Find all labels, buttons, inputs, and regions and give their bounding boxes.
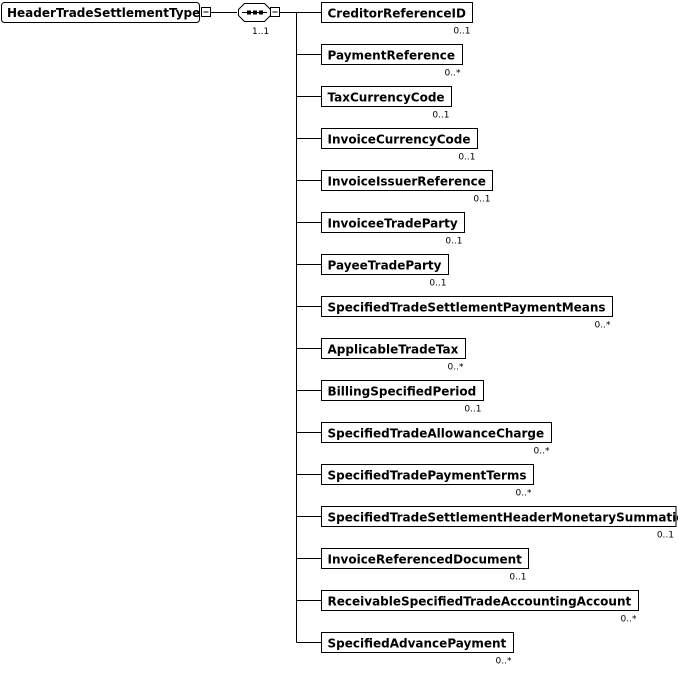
child-elements: CreditorReferenceID0..1PaymentReference0… [296, 2, 678, 667]
child-box [321, 86, 452, 107]
child-box [321, 128, 478, 149]
child-element-0[interactable]: CreditorReferenceID 0..1 [296, 2, 473, 37]
child-box [321, 632, 514, 653]
child-cardinality: 0..1 [432, 111, 449, 121]
child-box [321, 338, 466, 359]
child-cardinality: 0..* [534, 447, 550, 457]
child-box [321, 422, 552, 443]
child-element-1[interactable]: PaymentReference 0..* [296, 44, 463, 79]
child-cardinality: 0..1 [458, 153, 475, 163]
child-label: SpecifiedTradeAllowanceCharge [328, 427, 545, 441]
child-element-13[interactable]: InvoiceReferencedDocument 0..1 [296, 548, 529, 583]
child-element-2[interactable]: TaxCurrencyCode 0..1 [296, 86, 452, 121]
child-element-5[interactable]: InvoiceeTradeParty 0..1 [296, 212, 465, 247]
sequence-cardinality: 1..1 [252, 27, 269, 37]
child-box [321, 212, 465, 233]
child-cardinality: 0..* [445, 69, 461, 79]
child-cardinality: 0..1 [464, 405, 481, 415]
child-cardinality: 0..1 [473, 195, 490, 205]
child-element-8[interactable]: ApplicableTradeTax 0..* [296, 338, 466, 373]
child-cardinality: 0..* [595, 321, 611, 331]
child-label: PayeeTradeParty [328, 259, 442, 273]
child-cardinality: 0..1 [453, 27, 470, 37]
child-box [321, 2, 473, 23]
child-label: ApplicableTradeTax [328, 343, 459, 357]
sequence-collapse-icon[interactable] [270, 7, 280, 17]
child-cardinality: 0..* [516, 489, 532, 499]
child-box [321, 296, 613, 317]
child-cardinality: 0..1 [429, 279, 446, 289]
child-label: InvoiceIssuerReference [328, 175, 486, 189]
root-label: HeaderTradeSettlementType [7, 6, 200, 20]
child-box [321, 44, 463, 65]
root-collapse-icon[interactable] [201, 7, 211, 17]
child-element-14[interactable]: ReceivableSpecifiedTradeAccountingAccoun… [296, 590, 639, 625]
child-label: InvoiceReferencedDocument [328, 553, 523, 567]
child-box [321, 380, 484, 401]
child-cardinality: 0..* [621, 615, 637, 625]
child-element-10[interactable]: SpecifiedTradeAllowanceCharge 0..* [296, 422, 552, 457]
child-cardinality: 0..1 [509, 573, 526, 583]
child-element-9[interactable]: BillingSpecifiedPeriod 0..1 [296, 380, 484, 415]
child-label: InvoiceeTradeParty [328, 217, 458, 231]
root-node[interactable]: HeaderTradeSettlementType [1, 2, 201, 23]
child-label: SpecifiedTradePaymentTerms [328, 469, 527, 483]
child-cardinality: 0..* [496, 657, 512, 667]
child-label: TaxCurrencyCode [328, 91, 445, 105]
child-label: SpecifiedAdvancePayment [328, 637, 507, 651]
child-element-7[interactable]: SpecifiedTradeSettlementPaymentMeans 0..* [296, 296, 613, 331]
child-element-6[interactable]: PayeeTradeParty 0..1 [296, 254, 449, 289]
child-element-4[interactable]: InvoiceIssuerReference 0..1 [296, 170, 493, 205]
child-label: InvoiceCurrencyCode [328, 133, 471, 147]
child-label: SpecifiedTradeSettlementHeaderMonetarySu… [328, 511, 678, 525]
child-box [321, 254, 449, 275]
child-label: SpecifiedTradeSettlementPaymentMeans [328, 301, 606, 315]
child-element-15[interactable]: SpecifiedAdvancePayment 0..* [296, 632, 514, 667]
sequence-compositor-icon[interactable] [238, 3, 271, 22]
child-element-12[interactable]: SpecifiedTradeSettlementHeaderMonetarySu… [296, 506, 678, 541]
child-element-11[interactable]: SpecifiedTradePaymentTerms 0..* [296, 464, 534, 499]
child-cardinality: 0..1 [657, 531, 674, 541]
child-label: CreditorReferenceID [328, 7, 467, 21]
child-label: BillingSpecifiedPeriod [328, 385, 477, 399]
child-cardinality: 0..* [448, 363, 464, 373]
child-box [321, 464, 534, 485]
child-element-3[interactable]: InvoiceCurrencyCode 0..1 [296, 128, 478, 163]
child-box [321, 590, 639, 611]
child-cardinality: 0..1 [445, 237, 462, 247]
child-label: ReceivableSpecifiedTradeAccountingAccoun… [328, 595, 632, 609]
child-box [321, 506, 677, 527]
child-label: PaymentReference [328, 49, 456, 63]
child-box [321, 548, 529, 569]
child-box [321, 170, 493, 191]
